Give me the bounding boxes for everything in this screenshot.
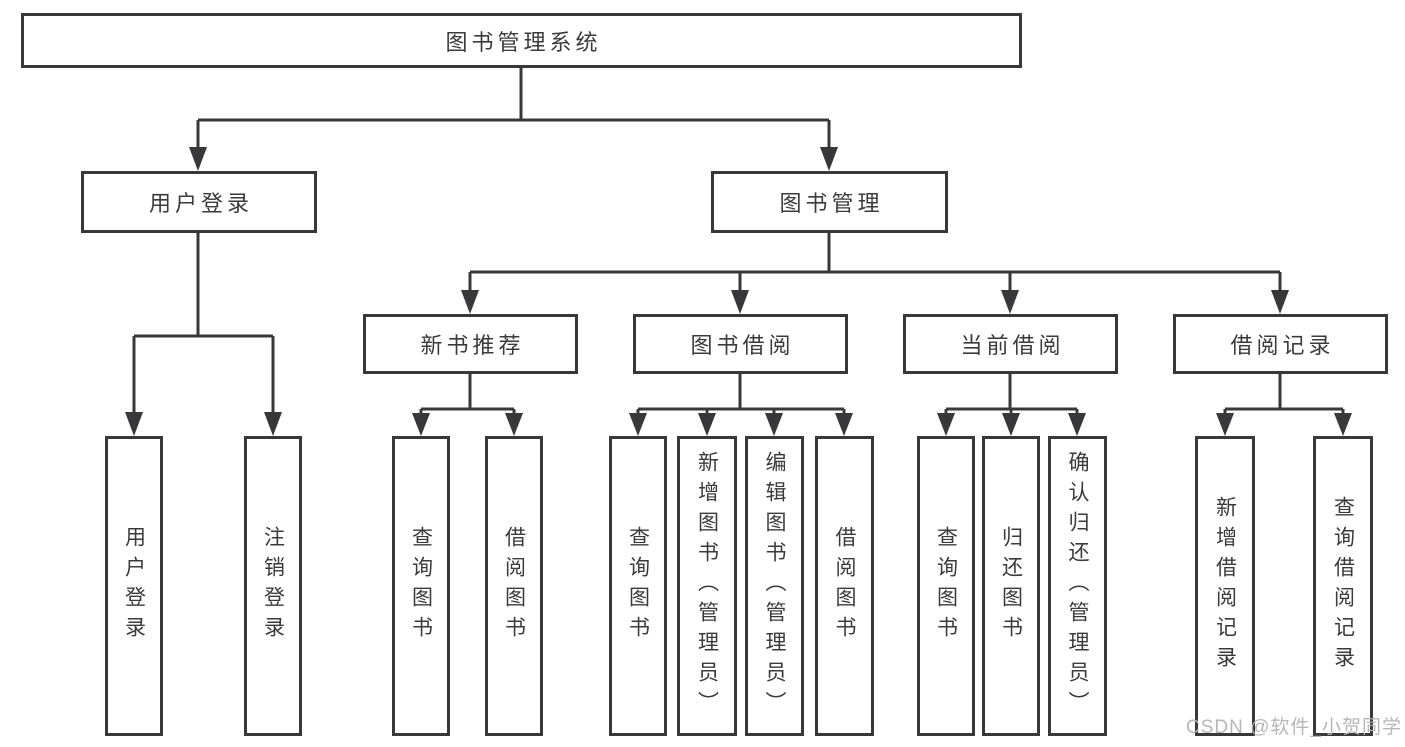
leaf-user-login: 用户登录 — [105, 436, 163, 736]
leaf-query-books-3-label: 查询图书 — [934, 526, 958, 646]
leaf-query-books-2-label: 查询图书 — [626, 526, 650, 646]
leaf-confirm-return-admin-label: 确认归还（管理员） — [1066, 451, 1089, 721]
leaf-borrow-books-1: 借阅图书 — [485, 436, 543, 736]
leaf-logout-label: 注销登录 — [261, 526, 285, 646]
node-user-login-group: 用户登录 — [81, 171, 317, 233]
leaf-add-borrow-record-label: 新增借阅记录 — [1213, 496, 1237, 676]
leaf-edit-book-admin-label: 编辑图书（管理员） — [763, 451, 786, 721]
leaf-borrow-books-2-label: 借阅图书 — [833, 526, 856, 646]
leaf-logout: 注销登录 — [244, 436, 302, 736]
leaf-query-books-1-label: 查询图书 — [409, 526, 433, 646]
node-book-management: 图书管理 — [711, 171, 948, 233]
leaf-return-book-label: 归还图书 — [999, 526, 1023, 646]
node-current-borrow-label: 当前借阅 — [960, 333, 1065, 358]
csdn-watermark: CSDN @软件_小贺同学 — [1186, 717, 1402, 738]
leaf-query-books-1: 查询图书 — [392, 436, 450, 736]
node-new-book-recommend: 新书推荐 — [363, 314, 578, 374]
leaf-borrow-books-2: 借阅图书 — [815, 436, 874, 736]
leaf-edit-book-admin: 编辑图书（管理员） — [745, 436, 804, 736]
node-root: 图书管理系统 — [21, 13, 1022, 68]
arrowheads — [125, 147, 1352, 436]
leaf-add-book-admin-label: 新增图书（管理员） — [695, 451, 719, 721]
node-book-borrow: 图书借阅 — [633, 314, 848, 374]
leaf-borrow-books-1-label: 借阅图书 — [502, 526, 526, 646]
node-new-book-recommend-label: 新书推荐 — [420, 333, 525, 358]
node-user-login-group-label: 用户登录 — [148, 191, 253, 216]
leaf-add-borrow-record: 新增借阅记录 — [1195, 436, 1255, 736]
leaf-return-book: 归还图书 — [982, 436, 1040, 736]
node-root-label: 图书管理系统 — [445, 29, 602, 55]
node-book-management-label: 图书管理 — [779, 191, 884, 216]
leaf-add-book-admin: 新增图书（管理员） — [677, 436, 737, 736]
leaf-confirm-return-admin: 确认归还（管理员） — [1048, 436, 1107, 736]
leaf-query-books-3: 查询图书 — [917, 436, 975, 736]
leaf-query-borrow-record: 查询借阅记录 — [1313, 436, 1373, 736]
node-borrow-records-label: 借阅记录 — [1230, 333, 1335, 358]
leaf-query-books-2: 查询图书 — [609, 436, 667, 736]
leaf-query-borrow-record-label: 查询借阅记录 — [1331, 496, 1355, 676]
node-borrow-records: 借阅记录 — [1173, 314, 1388, 374]
leaf-user-login-label: 用户登录 — [122, 526, 146, 646]
node-book-borrow-label: 图书借阅 — [690, 333, 795, 358]
node-current-borrow: 当前借阅 — [903, 314, 1118, 374]
